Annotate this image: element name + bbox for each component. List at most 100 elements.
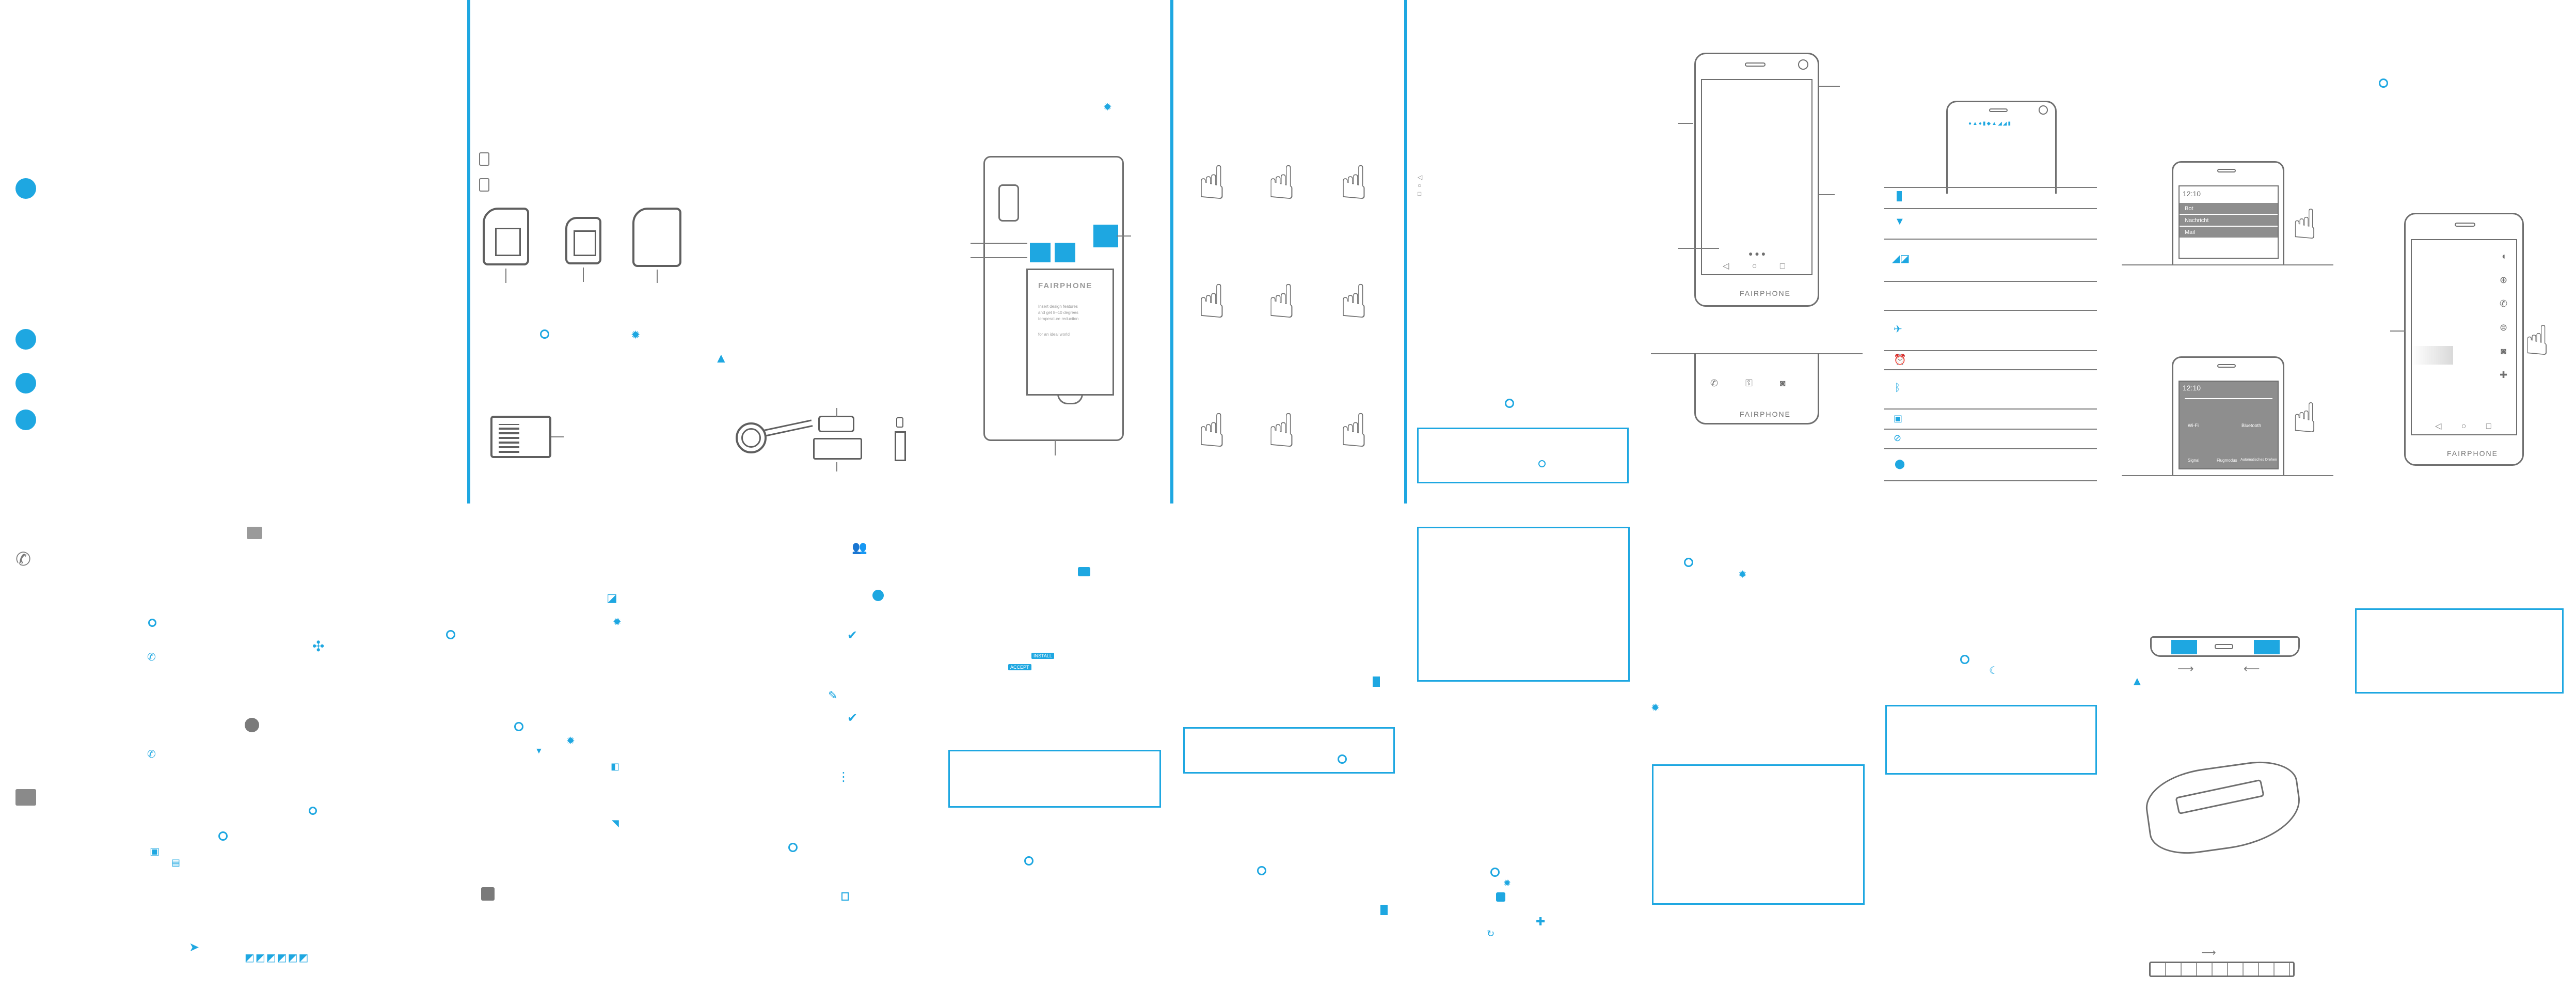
phone-quick-settings: 12:10 Wi-Fi Bluetooth Signal Flugmodus A…	[2172, 356, 2284, 475]
usb-micro-plug	[818, 416, 854, 432]
swipe-left-gesture-hand: ☝	[1198, 276, 1226, 328]
sim-chip	[495, 228, 521, 256]
recent-icon	[309, 807, 317, 815]
earpiece	[1745, 62, 1766, 67]
battery-notch	[1057, 394, 1083, 404]
edit-icon: ✎	[828, 689, 838, 702]
label-leader	[1678, 123, 1693, 124]
micro-sim-leader	[583, 268, 584, 282]
message-icon	[446, 630, 455, 639]
qs-label[interactable]: Bluetooth	[2241, 423, 2262, 428]
info-box	[1652, 764, 1865, 905]
drag-gesture-hand: ☝	[1267, 405, 1296, 457]
quick-settings-panel: 12:10 Wi-Fi Bluetooth Signal Flugmodus A…	[2179, 381, 2279, 469]
section-line	[2122, 475, 2333, 476]
chat-icon: ▣	[150, 846, 160, 857]
earpiece	[1989, 108, 2008, 112]
moon-icon: ☾	[1989, 665, 1998, 676]
qs-label[interactable]: Wi-Fi	[2188, 423, 2199, 428]
wifi-icon: ▼	[535, 747, 543, 756]
step-dot-1	[15, 178, 36, 199]
message-icon	[15, 789, 36, 806]
phone-bottom-edge	[2150, 636, 2300, 657]
section-line	[2122, 264, 2333, 265]
app-drawer-dots: ● ● ●	[1748, 249, 1766, 258]
message-icon	[218, 831, 228, 841]
phone-back: FAIRPHONE Insert design features and get…	[983, 156, 1124, 441]
record-icon	[245, 718, 259, 732]
spread-gesture-hand: ☝	[1340, 158, 1368, 209]
pinwheel-icon: ✣	[312, 638, 325, 654]
step-dot-2	[15, 329, 36, 350]
qs-label[interactable]: Signal	[2188, 458, 2200, 463]
phone-edge-swipe: ◖⊕✆⊜◙✚ ◁ ○ □ FAIRPHONE	[2404, 213, 2524, 466]
phone-icon: ✆	[147, 652, 156, 663]
message-icon	[1257, 866, 1266, 875]
toggle-icon: ◧	[611, 761, 620, 772]
phone-notifications: 12:10 Bot Nachricht Mail	[2172, 161, 2284, 264]
refresh-icon: ↻	[1487, 929, 1495, 939]
blocked-icon: ⊘	[1894, 433, 1902, 443]
label-leader	[2390, 331, 2406, 332]
side-menu-icons: ◖⊕✆⊜◙✚	[2500, 251, 2508, 380]
edge-swipe-gradient	[2412, 346, 2453, 365]
label-leader	[1819, 86, 1840, 87]
message-icon	[1490, 868, 1500, 877]
small-sim-icon	[479, 152, 489, 166]
battery: FAIRPHONE Insert design features and get…	[1026, 269, 1114, 396]
notification-item[interactable]: Mail	[2180, 227, 2278, 238]
usb-cable-wire	[763, 419, 813, 437]
info-box	[1417, 428, 1629, 483]
accept-button[interactable]: ACCEPT	[1008, 664, 1031, 670]
microsd-card	[490, 416, 551, 458]
check-icon: ✔	[847, 628, 858, 642]
notification-item[interactable]: Bot	[2180, 203, 2278, 214]
wifi-icon: ▼	[1895, 216, 1905, 227]
slot-leader	[971, 257, 1027, 258]
step-dot-3	[15, 373, 36, 394]
lockscreen-phone-bottom: ✆ ⚿ ◙ FAIRPHONE	[1694, 353, 1819, 424]
usb-connector-front	[895, 431, 906, 461]
location-icon: ⬤	[1895, 459, 1905, 469]
battery-text-line: and get 8–10 degrees	[1038, 310, 1078, 315]
brightness-slider[interactable]	[2185, 398, 2272, 399]
row-line	[1884, 208, 2097, 209]
row-line	[1884, 480, 2097, 481]
camera-window	[998, 184, 1019, 222]
row-line	[1884, 369, 2097, 370]
microsd-leader	[551, 436, 564, 437]
sim-slot-1	[1030, 243, 1051, 262]
gear-icon: ✹	[631, 328, 641, 341]
install-button[interactable]: INSTALL	[1031, 653, 1054, 659]
status-icons-row: ●▲●▮◆▲◢◢▮	[1968, 121, 2012, 127]
trash-icon	[1380, 905, 1388, 915]
usb-leader-2	[836, 462, 837, 471]
notification-item[interactable]: Nachricht	[2180, 215, 2278, 226]
qs-label[interactable]: Flugmodus	[2217, 458, 2237, 463]
camera-icon	[247, 527, 262, 539]
gear-icon: ✹	[1651, 702, 1660, 714]
row-line	[1884, 239, 2097, 240]
rotate-gesture-hand: ☝	[1340, 405, 1368, 457]
small-sim-icon-2	[479, 178, 489, 192]
battery-icon	[1897, 191, 1902, 201]
usb-connector-micro	[896, 417, 903, 428]
arrow-right: ⟶	[2177, 662, 2194, 675]
nav-icons-small: ◁○□	[1418, 174, 1423, 197]
row-line	[1884, 429, 2097, 430]
nav-bar: ◁ ○ □	[2435, 422, 2491, 431]
qs-label[interactable]: Automatisches Drehen	[2240, 458, 2277, 462]
speaker-right	[2254, 640, 2280, 654]
usb-cable-coil	[736, 422, 767, 453]
swipe-down-hand: ☝	[2292, 201, 2317, 247]
sd-leader	[1117, 235, 1131, 237]
phone-brand: FAIRPHONE	[1740, 289, 1791, 297]
row-line	[1884, 310, 2097, 311]
earpiece	[2455, 223, 2475, 227]
phone-screen: ● ● ● ◁ ○ □	[1701, 79, 1812, 275]
micro-sim-card	[565, 217, 601, 264]
no-signal-icon: ◪	[607, 591, 617, 604]
hands-opening-cover	[2141, 756, 2305, 859]
check-icon: ✔	[847, 711, 858, 725]
slot-leader	[971, 243, 1027, 244]
